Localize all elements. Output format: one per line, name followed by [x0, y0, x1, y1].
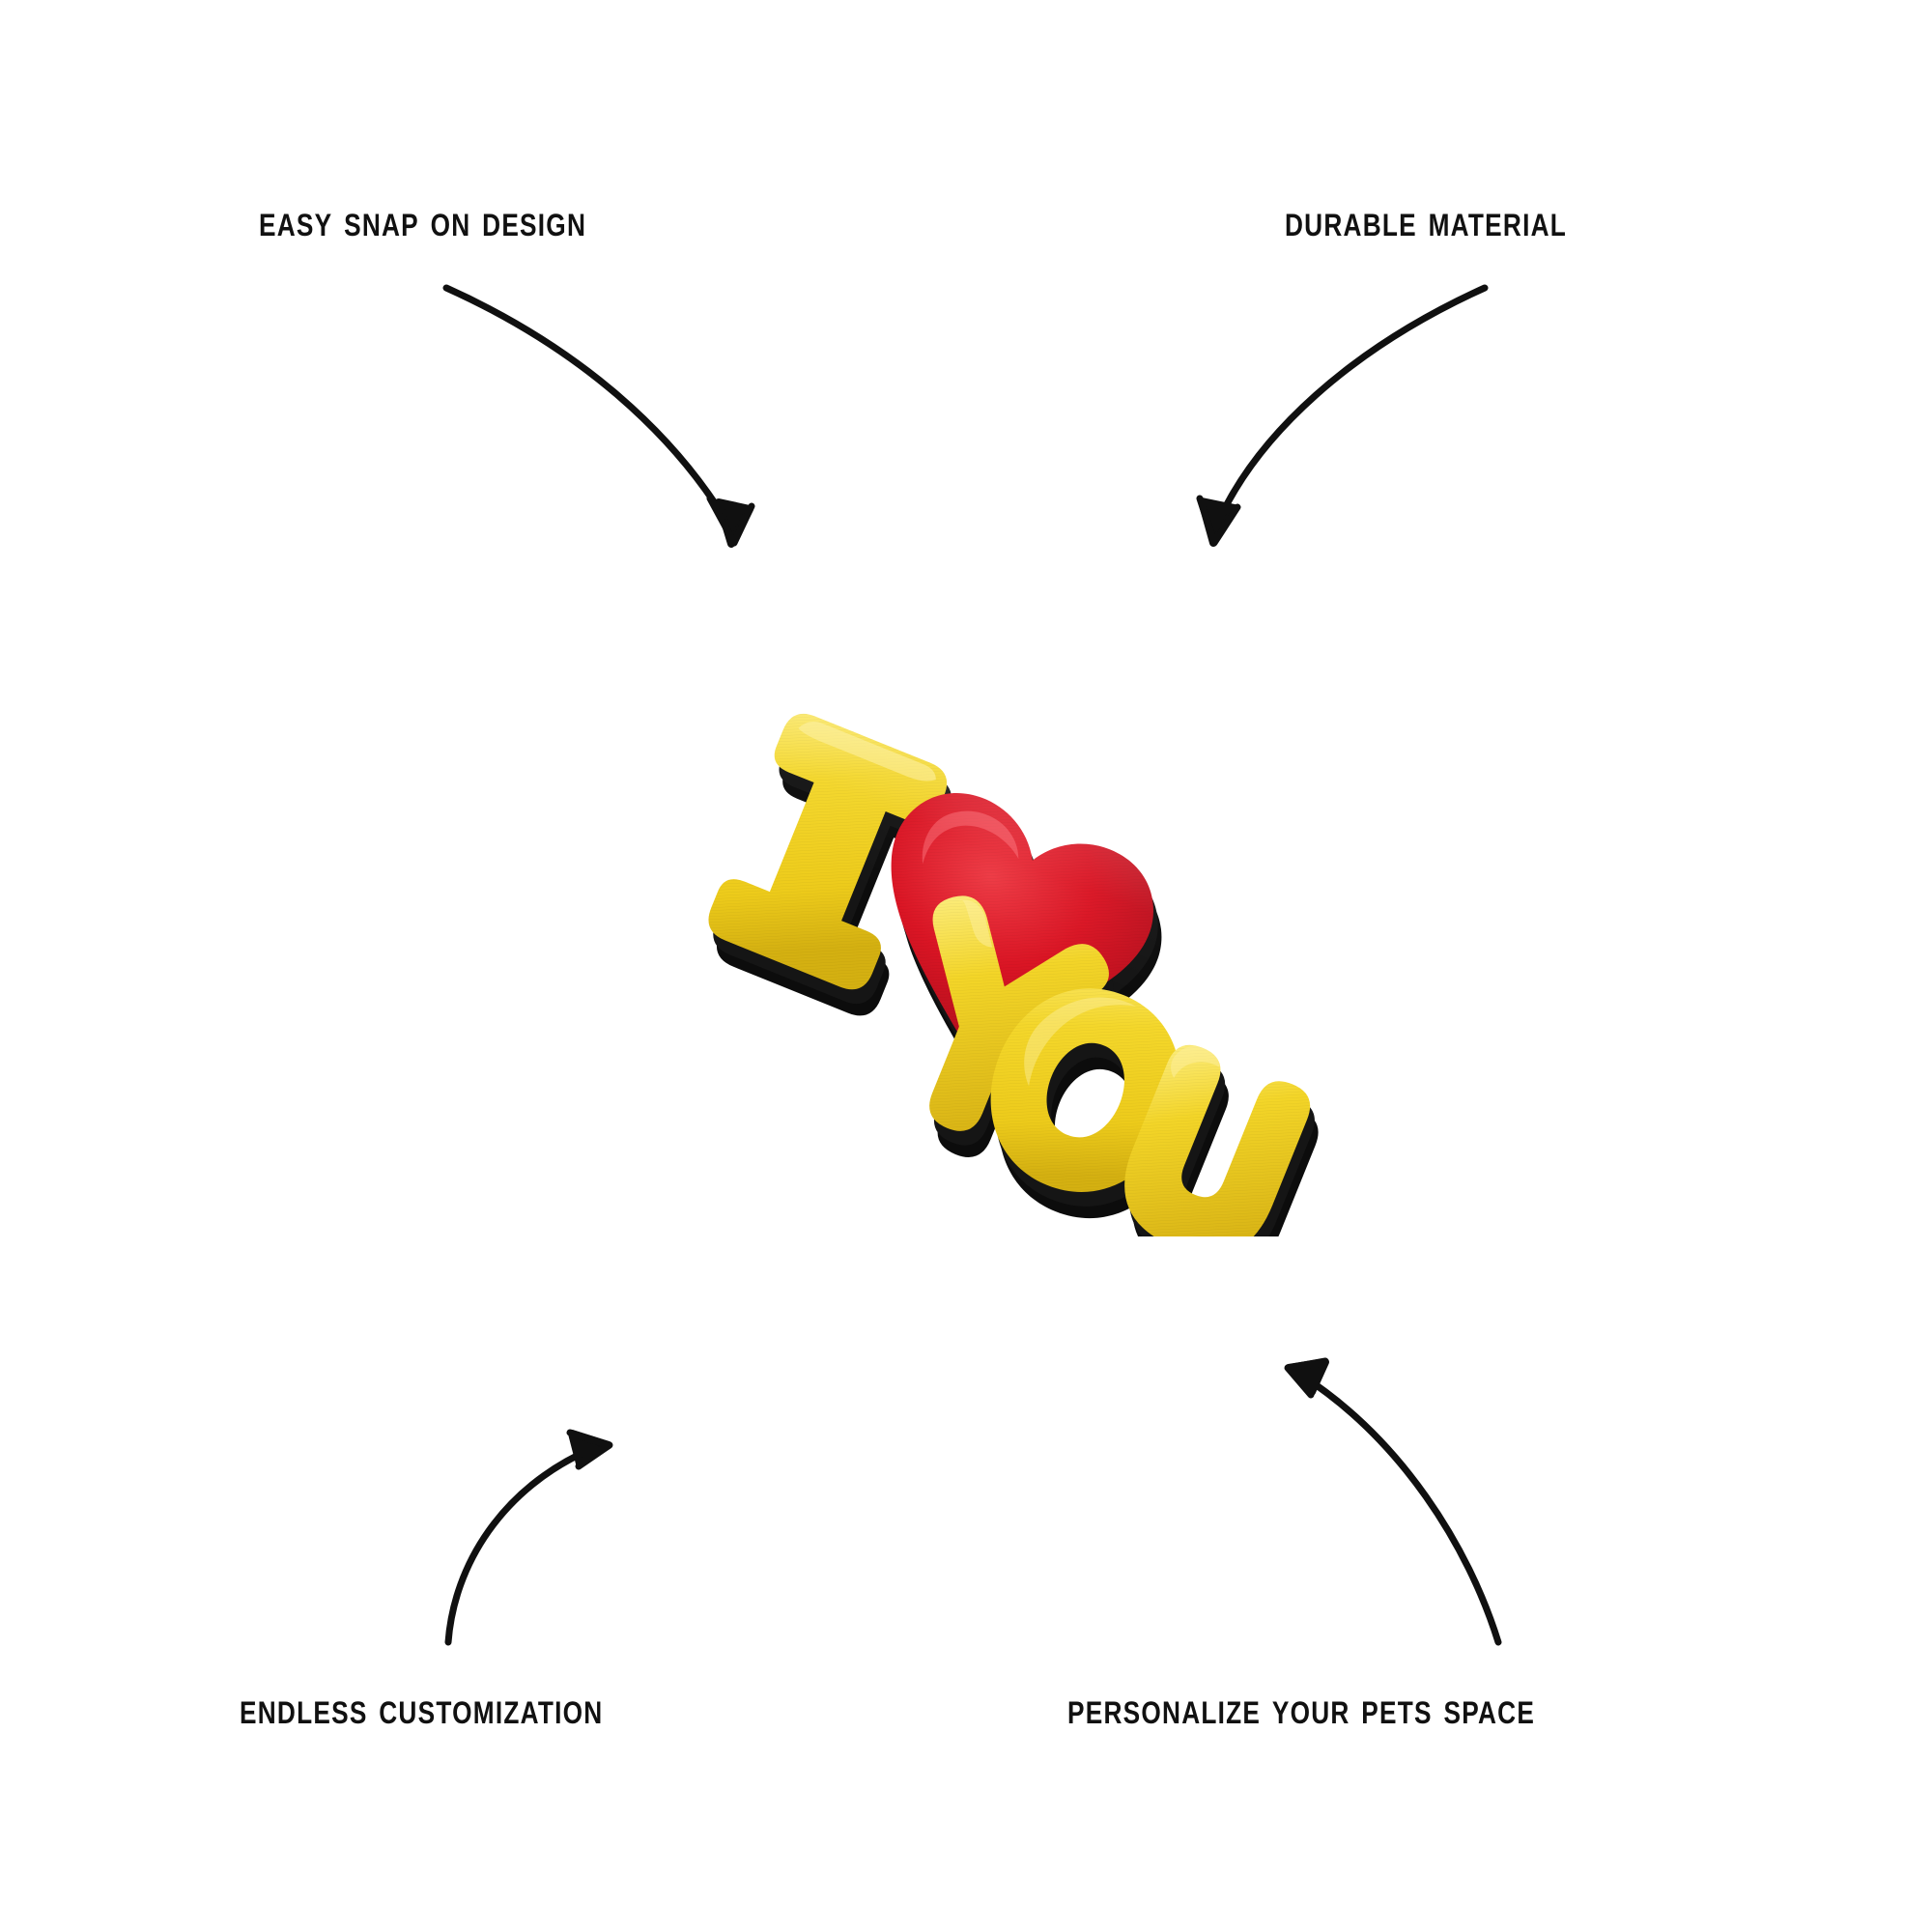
arrow-bottom-left [444, 1429, 613, 1646]
letter-o [990, 988, 1180, 1192]
letter-u [1124, 1044, 1311, 1236]
feature-label-personalize-your-pets-space: Personalize your pets space [1067, 1683, 1536, 1733]
product-image [623, 676, 1319, 1236]
feature-label-endless-customization: Endless customization [240, 1683, 604, 1733]
arrow-top-left [442, 284, 755, 548]
feature-label-durable-material: Durable material [1285, 195, 1568, 245]
arrow-top-right [1196, 284, 1489, 547]
arrow-bottom-right [1284, 1357, 1502, 1646]
product-illustration [708, 685, 1319, 1236]
feature-label-easy-snap-on-design: Easy snap on design [259, 195, 587, 245]
